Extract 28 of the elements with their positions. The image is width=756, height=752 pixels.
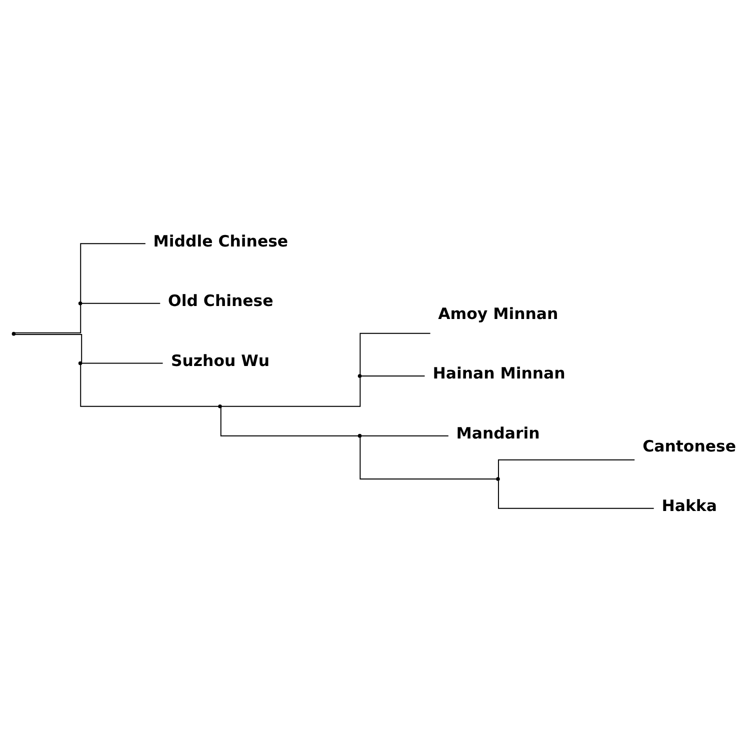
- connector: [498, 459, 636, 478]
- node-text: Middle Chinese: [153, 231, 288, 250]
- node-text: Hakka: [662, 496, 717, 516]
- node-point: [78, 302, 82, 306]
- node-point: [358, 434, 362, 438]
- connector: [498, 480, 654, 509]
- connector: [221, 377, 361, 407]
- connector: [360, 436, 497, 480]
- node-text: Cantonese: [642, 436, 736, 456]
- connector: [81, 302, 161, 304]
- connector: [14, 334, 82, 364]
- node-point: [218, 404, 222, 408]
- node-text: Old Chinese: [168, 291, 274, 310]
- node-point: [78, 361, 82, 366]
- connector: [14, 304, 82, 334]
- connector: [80, 364, 219, 407]
- node-text: Amoy Minnan: [438, 304, 558, 323]
- node-point: [12, 332, 16, 336]
- node-point: [358, 374, 362, 378]
- connector: [80, 243, 146, 302]
- node-text: Suzhou Wu: [170, 350, 270, 370]
- connector: [360, 435, 449, 436]
- connector: [220, 407, 359, 436]
- node-text: Hainan Minnan: [432, 364, 566, 383]
- connector: [360, 332, 431, 376]
- connector: [81, 362, 164, 364]
- node-text: Mandarin: [456, 424, 540, 443]
- node-point: [496, 477, 500, 481]
